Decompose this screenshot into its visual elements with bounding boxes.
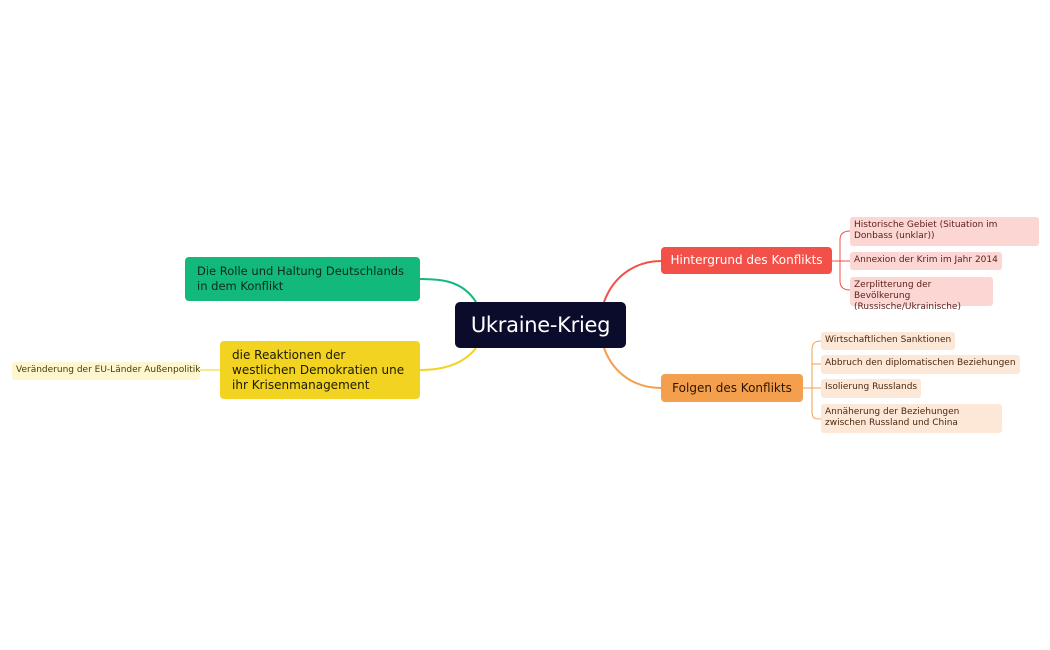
topic-western-reactions-label: die Reaktionen der westlichen Demokratie… [232,347,405,392]
root-topic[interactable]: Ukraine-Krieg [455,302,626,348]
link-root-background [603,260,662,303]
topic-role-of-germany-label: Die Rolle und Haltung Deutschlands in de… [197,264,405,293]
topic-consequences-label: Folgen des Konflikts [672,380,792,395]
subtopic-russia-china[interactable]: Annäherung der Beziehungen zwischen Russ… [821,404,1002,433]
link-background-children [832,230,851,291]
link-root-reactions [419,347,477,371]
subtopic-label: Annäherung der Beziehungen zwischen Russ… [825,407,960,428]
subtopic-eu-foreign-policy[interactable]: Veränderung der EU-Länder Außenpolitik [12,362,200,380]
link-root-role [419,278,477,303]
subtopic-historic-area[interactable]: Historische Gebiet (Situation im Donbass… [850,217,1039,246]
subtopic-label: Isolierung Russlands [825,382,918,392]
subtopic-population-split[interactable]: Zerplitterung der Bevölkerung (Russische… [850,277,993,312]
subtopic-label: Wirtschaftlichen Sanktionen [825,335,952,345]
subtopic-diplomatic-break[interactable]: Abbruch den diplomatischen Beziehungen [821,355,1020,374]
root-topic-label: Ukraine-Krieg [470,313,611,337]
subtopic-label: Annexion der Krim im Jahr 2014 [854,255,998,265]
subtopic-label: Zerplitterung der Bevölkerung (Russische… [854,280,961,312]
link-root-consequences [603,347,662,389]
topic-role-of-germany[interactable]: Die Rolle und Haltung Deutschlands in de… [185,257,420,301]
topic-background[interactable]: Hintergrund des Konflikts [661,247,832,274]
topic-background-label: Hintergrund des Konflikts [670,253,823,267]
topic-consequences[interactable]: Folgen des Konflikts [661,374,803,402]
subtopic-isolation-russia[interactable]: Isolierung Russlands [821,379,922,398]
subtopic-crimea-annexation[interactable]: Annexion der Krim im Jahr 2014 [850,252,1002,270]
subtopic-label: Historische Gebiet (Situation im Donbass… [854,220,998,241]
subtopic-label: Veränderung der EU-Länder Außenpolitik [16,365,201,375]
subtopic-label: Abbruch den diplomatischen Beziehungen [825,358,1016,368]
subtopic-sanctions[interactable]: Wirtschaftlichen Sanktionen [821,332,956,350]
link-consequences-children [803,340,822,420]
topic-western-reactions[interactable]: die Reaktionen der westlichen Demokratie… [220,341,420,399]
